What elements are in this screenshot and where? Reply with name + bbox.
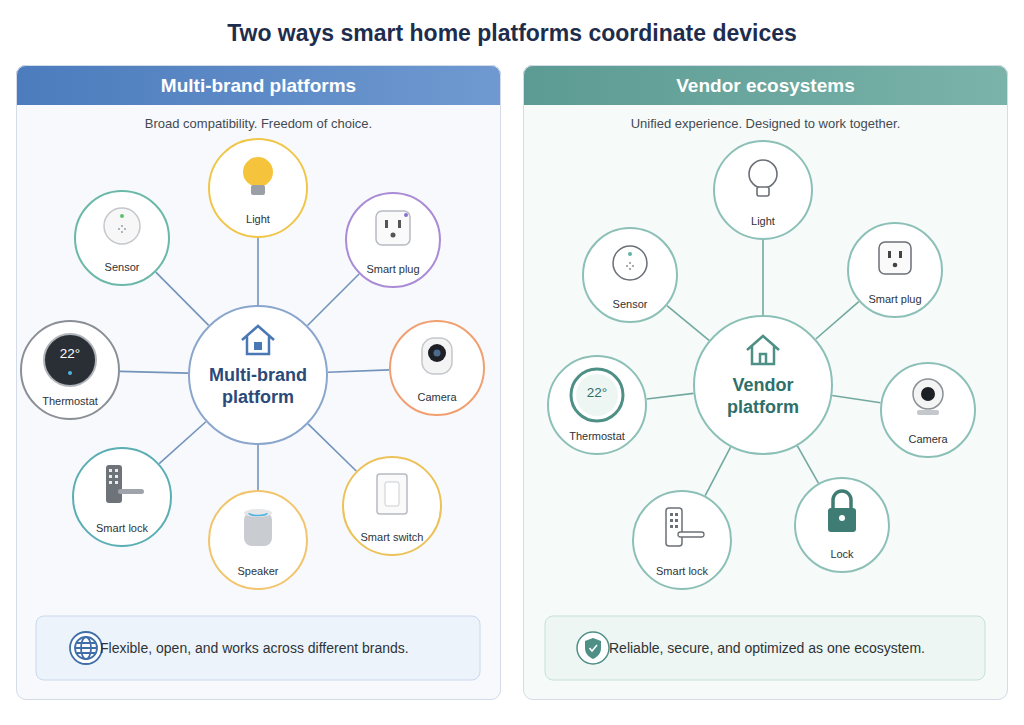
- node-label: Vendor platform: [704, 375, 822, 418]
- node-label: Light: [751, 215, 775, 227]
- connector-line: [159, 422, 206, 464]
- connector-line: [762, 240, 764, 315]
- panel-box: Vendor ecosystemsUnified experience. Des…: [523, 65, 1008, 700]
- panel-box: Multi-brand platformsBroad compatibility…: [16, 65, 501, 700]
- device-circle: Camera: [880, 362, 976, 458]
- footer-ground: [36, 616, 480, 680]
- temperature-readout: 22°: [22, 346, 118, 361]
- device-circle: Camera: [389, 320, 485, 416]
- node-label: Smart lock: [96, 522, 148, 534]
- connector-line: [705, 447, 730, 496]
- node-label: Smart switch: [361, 531, 424, 543]
- footer-ground: [545, 616, 985, 680]
- panel-heading: Multi-brand platforms: [17, 66, 500, 106]
- panel-ground: [523, 65, 1008, 700]
- node-label: Smart plug: [868, 293, 921, 305]
- node-label: Smart lock: [656, 565, 708, 577]
- summary-box: Reliable, secure, and optimized as one e…: [545, 616, 985, 680]
- device-circle: Smart switch: [342, 456, 442, 556]
- sensor-icon: [104, 208, 140, 244]
- smart-lock-icon: [106, 465, 144, 503]
- diagram-title: Two ways smart home platforms coordinate…: [0, 20, 1024, 47]
- connector-line: [257, 238, 259, 305]
- node-label: Camera: [417, 391, 456, 403]
- connector-line: [816, 302, 859, 339]
- device-circle: Light: [208, 138, 308, 238]
- connector-line: [832, 395, 880, 402]
- shield-icon: [577, 632, 609, 664]
- device-circle: Smart plug: [345, 192, 441, 288]
- device-circle: Smart lock: [72, 447, 172, 547]
- hub-circle: Vendor platform: [693, 315, 833, 455]
- plug-icon: [879, 242, 911, 274]
- panel-heading: Vendor ecosystems: [524, 66, 1007, 106]
- panel-subtitle: Unified experience. Designed to work tog…: [524, 116, 1007, 131]
- camera-icon: [913, 379, 943, 415]
- node-label: Sensor: [105, 261, 140, 273]
- node-label: Thermostat: [569, 430, 625, 442]
- connector-line: [308, 424, 356, 471]
- device-circle: 22° Thermostat: [547, 355, 647, 455]
- panel-header: [523, 65, 1008, 105]
- device-circle: Sensor: [582, 227, 678, 323]
- node-label: Light: [246, 213, 270, 225]
- plug-icon: [376, 211, 410, 245]
- node-label: Camera: [908, 433, 947, 445]
- summary-text: Reliable, secure, and optimized as one e…: [609, 640, 925, 656]
- house-icon: [242, 326, 274, 354]
- node-label: Smart plug: [366, 263, 419, 275]
- node-label: Sensor: [613, 298, 648, 310]
- device-circle: Smart plug: [847, 222, 943, 318]
- connector-line: [307, 274, 359, 326]
- summary-box: Flexible, open, and works across differe…: [36, 616, 480, 680]
- node-label: Lock: [830, 548, 853, 560]
- summary-text: Flexible, open, and works across differe…: [100, 640, 409, 656]
- node-label: Speaker: [238, 565, 279, 577]
- panel-ground: [16, 65, 501, 700]
- speaker-icon: [244, 509, 272, 546]
- camera-icon: [422, 338, 452, 374]
- connector-line: [667, 306, 709, 341]
- connector-line: [257, 445, 259, 490]
- switch-icon: [377, 474, 407, 514]
- sensor-icon: [613, 246, 647, 280]
- device-circle: 22° Thermostat: [20, 320, 120, 420]
- circle-fills: [20, 138, 976, 590]
- hub-circle: Multi-brand platform: [188, 305, 328, 445]
- connector-line: [156, 272, 209, 325]
- house-icon: [747, 336, 779, 364]
- bulb-icon: [749, 160, 777, 196]
- device-circle: Speaker: [208, 490, 308, 590]
- node-label: Multi-brand platform: [199, 365, 317, 408]
- connector-line: [328, 370, 389, 372]
- globe-icon: [70, 632, 102, 664]
- device-circle: Light: [713, 140, 813, 240]
- panel-subtitle: Broad compatibility. Freedom of choice.: [17, 116, 500, 131]
- device-circle: Lock: [794, 477, 890, 573]
- device-circle: Smart lock: [632, 490, 732, 590]
- connector-line: [647, 393, 694, 399]
- connector-line: [120, 371, 188, 373]
- panel-header: [16, 65, 501, 105]
- temperature-readout: 22°: [549, 385, 645, 400]
- device-circle: Sensor: [74, 190, 170, 286]
- smart-lock-icon: [666, 508, 704, 546]
- connector-line: [797, 446, 818, 483]
- bulb-icon: [243, 157, 273, 195]
- node-label: Thermostat: [42, 395, 98, 407]
- padlock-icon: [828, 491, 856, 532]
